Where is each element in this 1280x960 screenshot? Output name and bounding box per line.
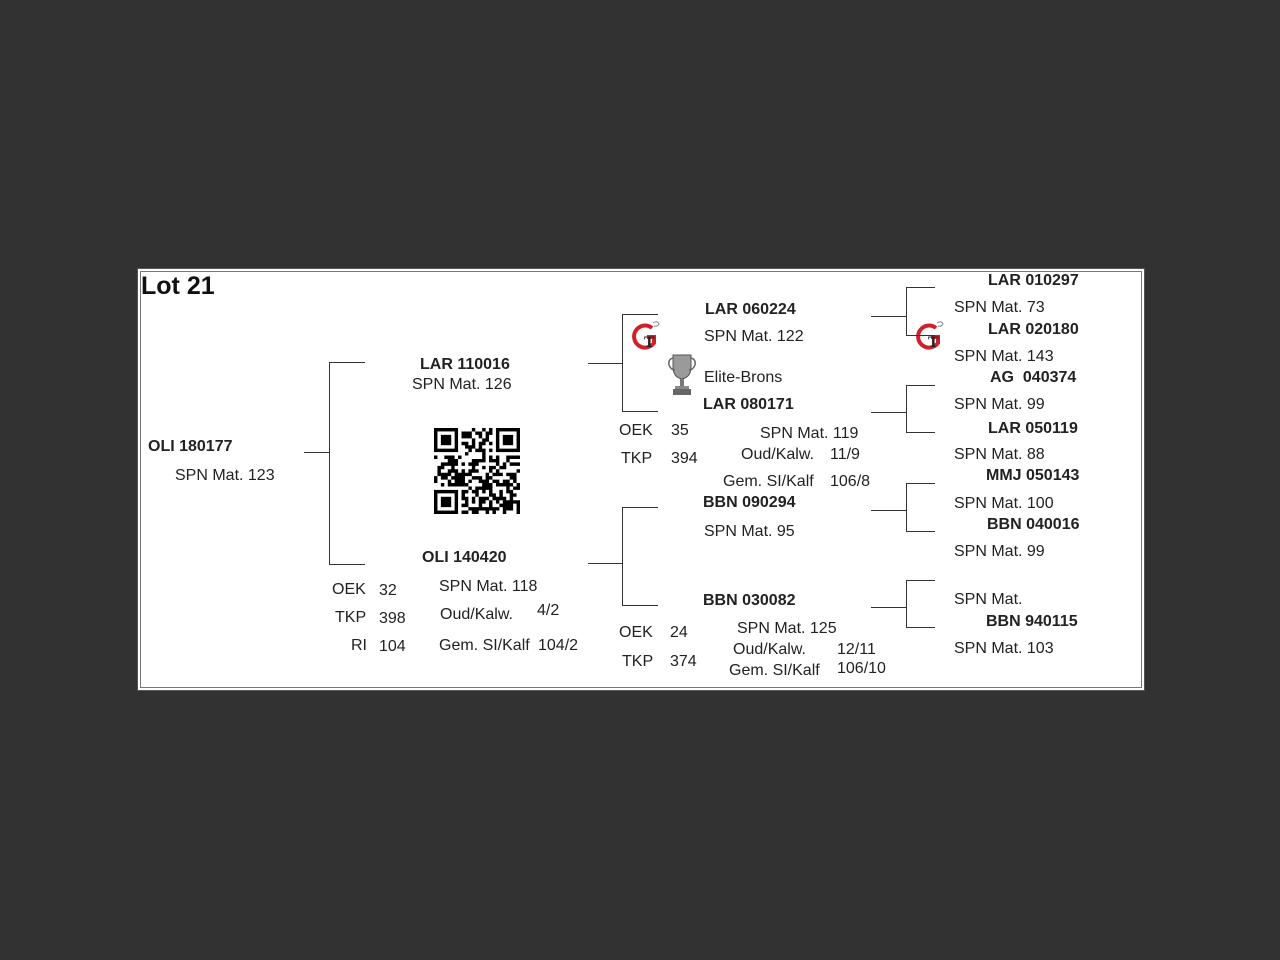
connector-line — [871, 607, 907, 608]
connector-line — [871, 412, 907, 413]
connector-line — [906, 385, 907, 433]
ds-spn: SPN Mat. 95 — [704, 523, 795, 540]
sheet-border — [140, 271, 1142, 688]
connector-line — [588, 563, 623, 564]
ggp-8-id: BBN 940115 — [986, 613, 1078, 630]
ds-id: BBN 090294 — [703, 494, 796, 511]
dam-ri-value: 104 — [379, 638, 406, 655]
sd-tkp-value: 394 — [671, 450, 698, 467]
connector-line — [329, 362, 365, 363]
connector-line — [622, 605, 658, 606]
sire-spn: SPN Mat. 126 — [412, 376, 512, 393]
subject-id: OLI 180177 — [148, 438, 233, 455]
dam-oud-value: 4/2 — [537, 602, 560, 619]
sd-oud-label: Oud/Kalw. — [741, 446, 814, 463]
connector-line — [906, 580, 935, 581]
ggp-4-id: LAR 050119 — [988, 420, 1078, 437]
dam-id: OLI 140420 — [422, 549, 507, 566]
dd-oud-label: Oud/Kalw. — [733, 641, 806, 658]
dd-gem-label: Gem. SI/Kalf — [729, 662, 820, 679]
connector-line — [622, 507, 623, 606]
dd-oud-value: 12/11 — [837, 641, 876, 658]
pedigree-sheet: Lot 21 OLI 180177 SPN Mat. 123 LAR 11001… — [137, 268, 1145, 691]
ggp-1-id: LAR 010297 — [988, 272, 1079, 289]
sd-gem-value: 106/8 — [830, 473, 871, 490]
ggp-2-id: LAR 020180 — [988, 321, 1079, 338]
ggp-4-spn: SPN Mat. 88 — [954, 446, 1045, 463]
connector-line — [304, 452, 330, 453]
connector-line — [871, 316, 907, 317]
dam-oek-label: OEK — [332, 581, 366, 598]
dd-oek-value: 24 — [670, 624, 688, 641]
connector-line — [906, 483, 907, 532]
dam-oud-label: Oud/Kalw. — [440, 606, 513, 623]
dam-tkp-value: 398 — [379, 610, 406, 627]
ss-id: LAR 060224 — [705, 301, 796, 318]
dd-oek-label: OEK — [619, 624, 653, 641]
gt-logo-icon: T — [632, 321, 660, 351]
sd-oek-label: OEK — [619, 422, 653, 439]
svg-text:T: T — [928, 334, 939, 351]
subject-spn: SPN Mat. 123 — [175, 467, 275, 484]
dam-gem-label: Gem. SI/Kalf — [439, 637, 530, 654]
sd-oek-value: 35 — [671, 422, 689, 439]
connector-line — [906, 287, 907, 336]
sd-gem-label: Gem. SI/Kalf — [723, 473, 814, 490]
ggp-1-spn: SPN Mat. 73 — [954, 299, 1045, 316]
connector-line — [588, 363, 623, 364]
ggp-3-id: AG 040374 — [990, 369, 1077, 386]
sd-tkp-label: TKP — [621, 450, 653, 467]
connector-line — [906, 385, 935, 386]
ggp-8-spn: SPN Mat. 103 — [954, 640, 1054, 657]
connector-line — [906, 531, 935, 532]
award-label: Elite-Brons — [704, 369, 783, 386]
sd-id: LAR 080171 — [703, 396, 794, 413]
connector-line — [622, 314, 623, 412]
qr-code — [434, 428, 520, 514]
gt-logo-icon: T — [916, 321, 944, 351]
dd-id: BBN 030082 — [703, 592, 796, 609]
dam-oek-value: 32 — [379, 582, 397, 599]
ggp-6-id: BBN 040016 — [987, 516, 1080, 533]
sd-spn: SPN Mat. 119 — [760, 425, 859, 442]
ggp-6-spn: SPN Mat. 99 — [954, 543, 1045, 560]
dd-tkp-label: TKP — [622, 653, 654, 670]
connector-line — [622, 314, 658, 315]
dam-ri-label: RI — [351, 637, 367, 654]
connector-line — [622, 411, 658, 412]
connector-line — [906, 287, 935, 288]
connector-line — [906, 432, 935, 433]
sd-oud-value: 11/9 — [830, 446, 860, 463]
sire-id: LAR 110016 — [420, 356, 510, 373]
ggp-7-spn: SPN Mat. — [954, 591, 1023, 608]
connector-line — [329, 362, 330, 565]
dd-gem-value: 106/10 — [837, 660, 886, 677]
dd-tkp-value: 374 — [670, 653, 697, 670]
trophy-icon — [668, 354, 696, 395]
dam-tkp-label: TKP — [335, 609, 367, 626]
connector-line — [622, 507, 658, 508]
connector-line — [906, 627, 935, 628]
dd-spn: SPN Mat. 125 — [737, 620, 837, 637]
connector-line — [906, 580, 907, 628]
connector-line — [329, 564, 365, 565]
connector-line — [871, 510, 907, 511]
connector-line — [906, 483, 935, 484]
ggp-5-spn: SPN Mat. 100 — [954, 495, 1054, 512]
ggp-2-spn: SPN Mat. 143 — [954, 348, 1054, 365]
ggp-3-spn: SPN Mat. 99 — [954, 396, 1045, 413]
ggp-5-id: MMJ 050143 — [986, 467, 1080, 484]
connector-line — [906, 335, 935, 336]
lot-title: Lot 21 — [141, 272, 215, 300]
dam-spn: SPN Mat. 118 — [439, 578, 538, 595]
ss-spn: SPN Mat. 122 — [704, 328, 804, 345]
dam-gem-value: 104/2 — [538, 637, 579, 654]
svg-text:T: T — [644, 334, 655, 351]
